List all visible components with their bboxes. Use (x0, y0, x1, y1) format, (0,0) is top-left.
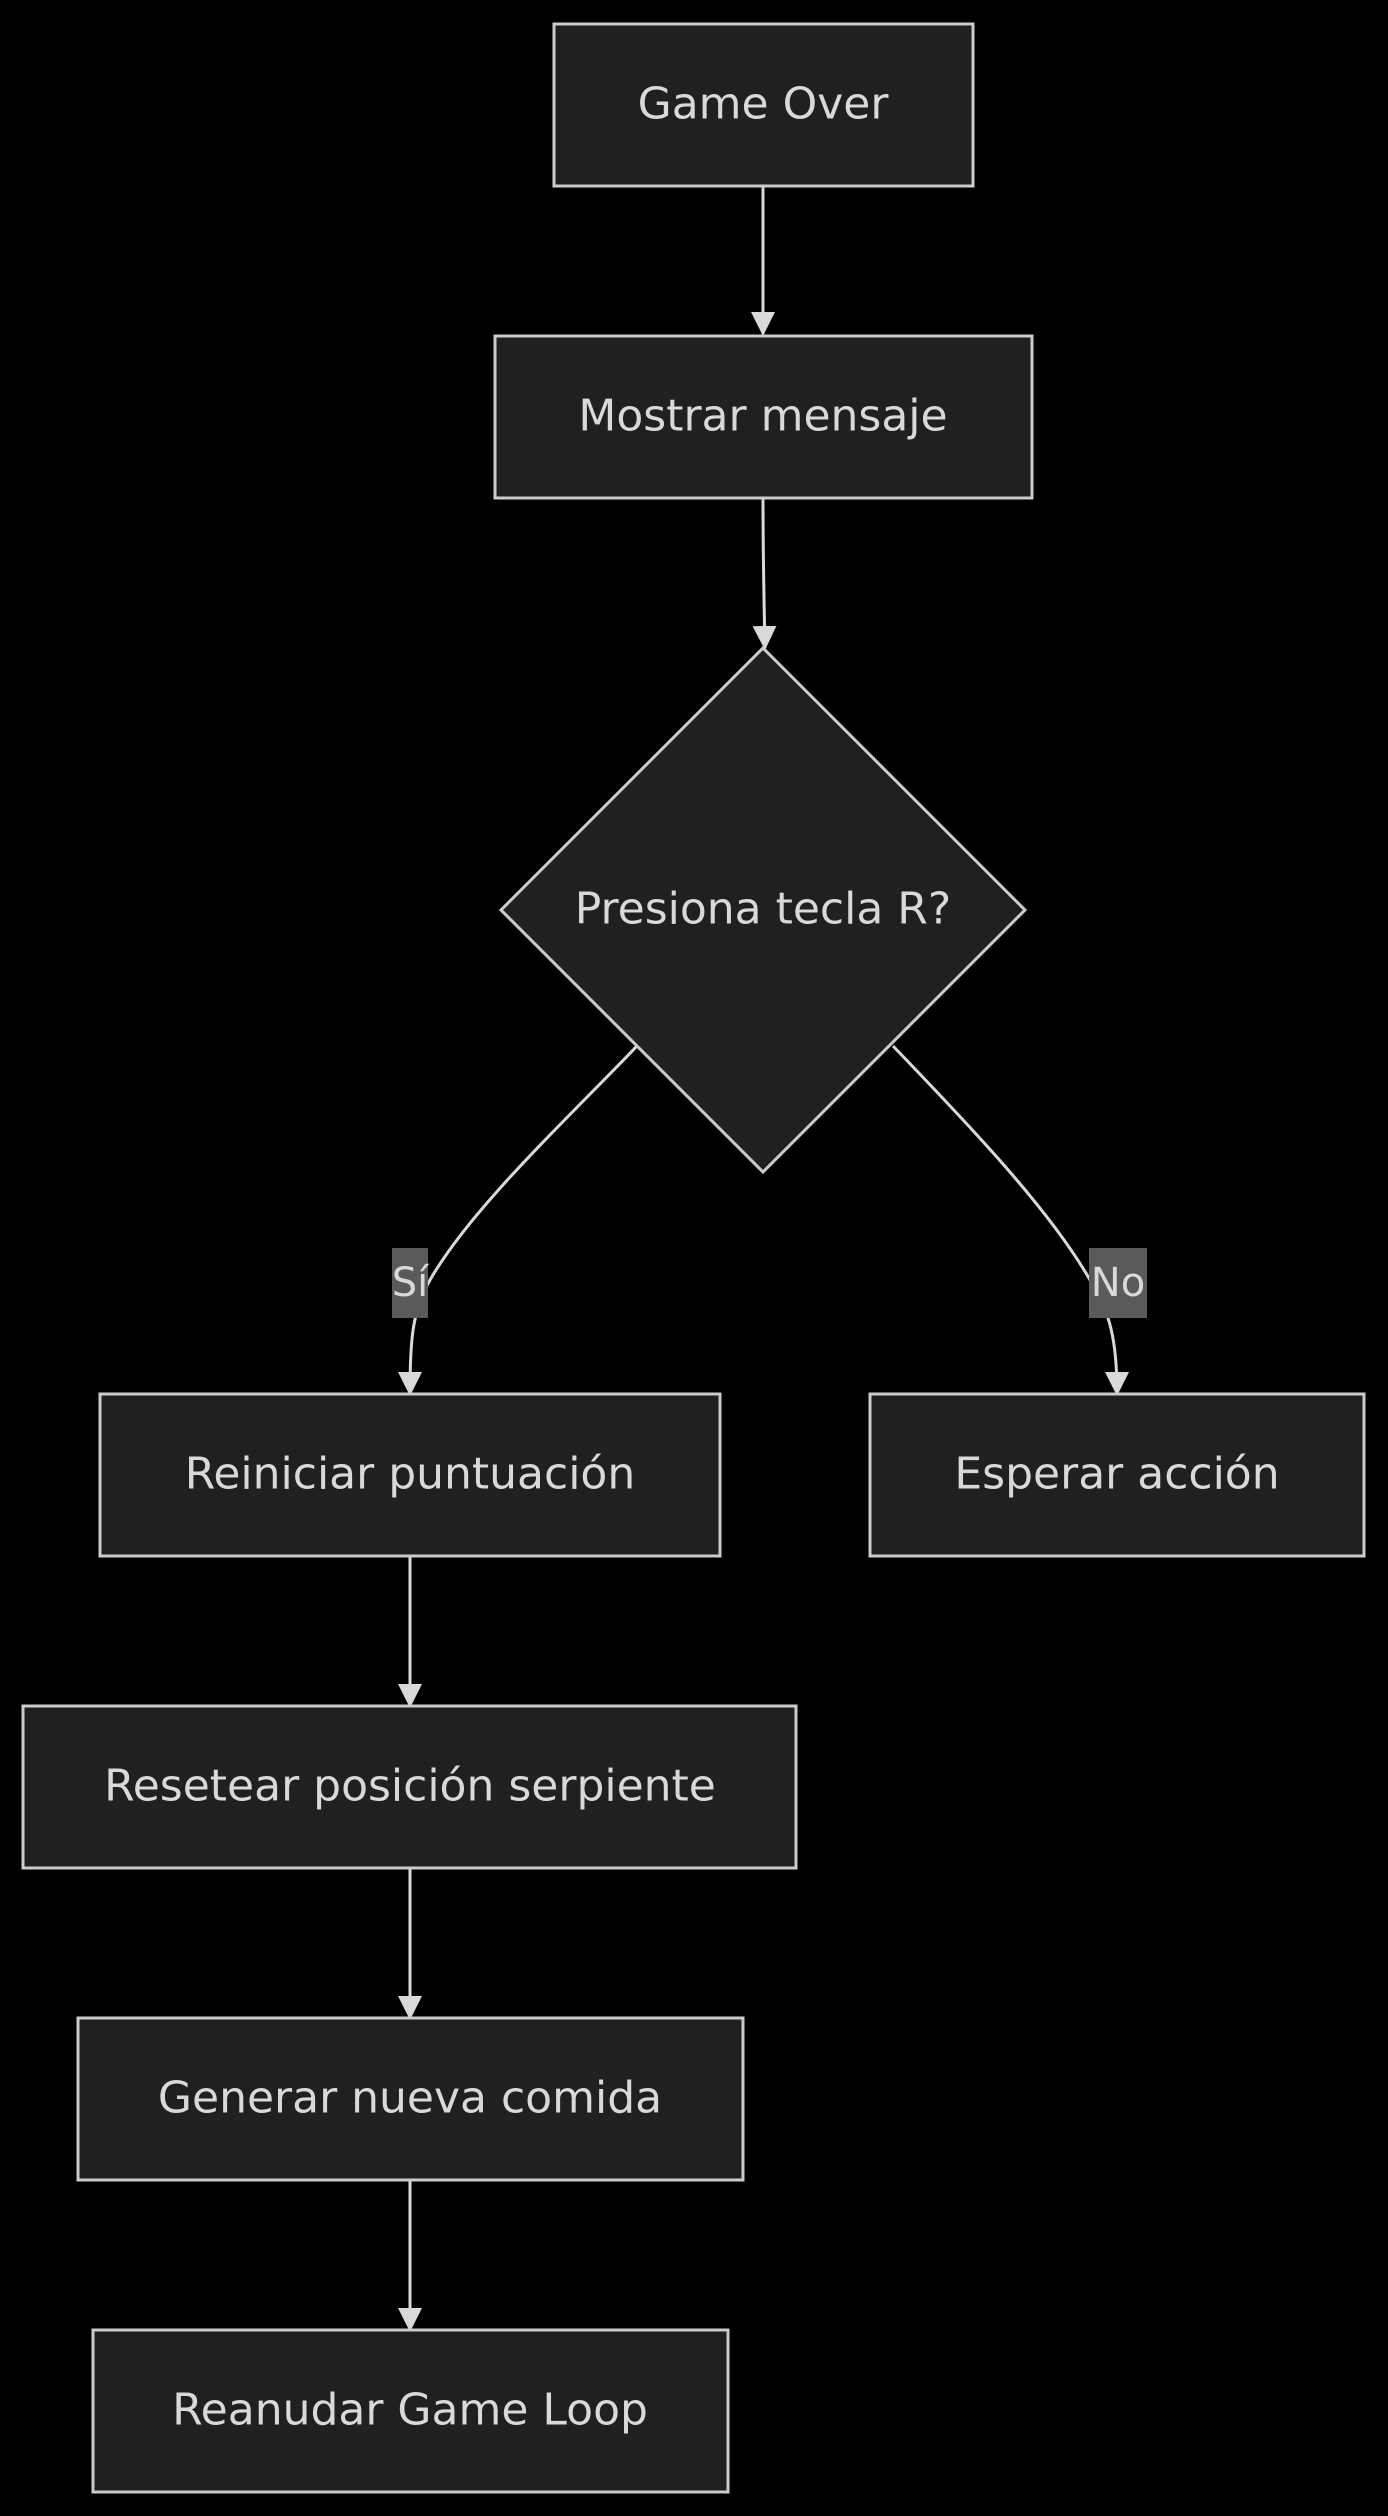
edge-label-no: No (1089, 1248, 1147, 1318)
node-resetear-label: Resetear posición serpiente (104, 1761, 716, 1812)
node-decision-label: Presiona tecla R? (575, 884, 951, 935)
edge-decision-to-reiniciar (398, 1044, 639, 1396)
edge-label-no-text: No (1091, 1260, 1145, 1306)
edge-label-yes-text: Sí (392, 1260, 430, 1306)
node-generar: Generar nueva comida (76, 2016, 745, 2182)
node-reiniciar-label: Reiniciar puntuación (185, 1449, 635, 1500)
node-mostrar-mensaje-label: Mostrar mensaje (578, 391, 947, 442)
node-game-over-label: Game Over (638, 79, 890, 130)
edge-decision-to-esperar (891, 1044, 1129, 1396)
node-esperar-label: Esperar acción (954, 1449, 1279, 1500)
node-esperar: Esperar acción (868, 1392, 1366, 1558)
node-resetear: Resetear posición serpiente (21, 1704, 798, 1870)
node-game-over: Game Over (552, 22, 975, 188)
node-generar-label: Generar nueva comida (158, 2073, 662, 2124)
node-reanudar: Reanudar Game Loop (91, 2328, 730, 2494)
node-mostrar-mensaje: Mostrar mensaje (493, 334, 1034, 500)
node-reanudar-label: Reanudar Game Loop (172, 2385, 648, 2436)
edges (398, 186, 1129, 2332)
node-reiniciar: Reiniciar puntuación (98, 1392, 722, 1558)
edge-label-yes: Sí (392, 1248, 430, 1318)
edge-mostrar-to-decision (752, 497, 777, 650)
node-decision: Presiona tecla R? (498, 645, 1028, 1175)
